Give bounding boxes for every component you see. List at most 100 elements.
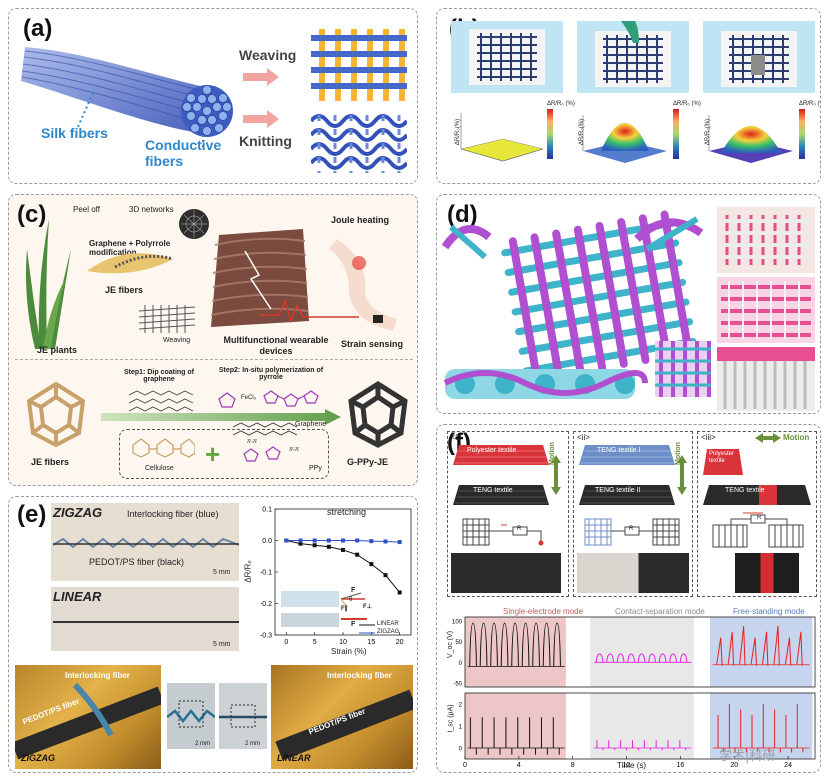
components-box bbox=[119, 429, 329, 479]
force-label: F bbox=[351, 587, 356, 594]
isc-tick-label: 0 bbox=[459, 747, 463, 753]
x-tick-label: 12 bbox=[623, 762, 631, 769]
teng-ii-label: TENG textile II bbox=[595, 487, 641, 494]
process-arrow-icon bbox=[101, 409, 341, 425]
data-point-linear bbox=[312, 543, 317, 548]
textile-photo-2 bbox=[717, 277, 815, 343]
plus-sign: + bbox=[205, 439, 221, 469]
inset-zigzag-photo bbox=[281, 591, 339, 607]
motion-horizontal-arrow-icon bbox=[755, 433, 781, 443]
y-tick-label: 0.1 bbox=[262, 507, 272, 514]
conductive-fibers-label: Conductive fibers bbox=[145, 137, 222, 169]
data-point-linear bbox=[341, 547, 345, 552]
scale-bar-label-2: 5 mm bbox=[213, 641, 231, 648]
panel-d-label: (d) bbox=[447, 201, 478, 228]
modification-label: Graphene + Polyrrole modification bbox=[89, 239, 171, 257]
watermark-text: 学术|科研 bbox=[719, 749, 776, 764]
panel-a: (a) Silk fibers Conductive fibers Wea bbox=[8, 8, 418, 184]
data-point-zigzag bbox=[369, 539, 374, 544]
teng-textile-black-2 bbox=[579, 485, 675, 505]
time-xlabel: Time (s) bbox=[617, 761, 647, 770]
scale-mid-2: 2 mm bbox=[245, 741, 260, 747]
panel-c-label: (c) bbox=[17, 201, 47, 228]
ppy-chain bbox=[263, 390, 319, 407]
peel-off-label: Peel off bbox=[73, 205, 100, 214]
zigzag-fiber-line bbox=[53, 537, 239, 549]
polyester-label-2: Polyester textile bbox=[709, 451, 735, 464]
isc-trace-free-standing bbox=[717, 704, 804, 753]
mode-ii-tag: <ii> bbox=[577, 433, 590, 442]
arrow-right-icon bbox=[243, 110, 279, 128]
je-plants-label: JE plants bbox=[37, 345, 78, 355]
zigzag-closeup-photo bbox=[167, 683, 215, 749]
mode-box-i bbox=[447, 431, 569, 597]
graphene-label: Graphene bbox=[295, 421, 327, 428]
voc-tick-label: -50 bbox=[453, 681, 462, 687]
je-fibers-label: JE fibers bbox=[105, 285, 144, 295]
data-point-linear bbox=[298, 541, 303, 546]
voc-frame bbox=[464, 616, 816, 688]
cellulose-structure bbox=[132, 438, 195, 458]
data-point-zigzag bbox=[341, 538, 345, 543]
zigzag-closeup-fiber bbox=[167, 700, 215, 728]
panel-e-label: (e) bbox=[17, 501, 47, 528]
knitted-pattern bbox=[311, 114, 407, 173]
panel-a-label: (a) bbox=[23, 15, 53, 42]
voc-trace-single-electrode bbox=[469, 622, 561, 667]
linear-closeup-fiber bbox=[219, 704, 267, 728]
mode-box-ii bbox=[573, 431, 693, 597]
mode-region bbox=[590, 617, 694, 687]
je-plant-illustration bbox=[26, 219, 71, 349]
polyester-textile-red bbox=[453, 445, 549, 465]
polyester-small-red bbox=[703, 449, 743, 475]
panel-f: (f) <i> <ii> <iii> Polyester textile TEN… bbox=[436, 424, 821, 773]
colorbar-title-1: ΔR/R₀ (%) bbox=[547, 101, 575, 107]
force-label-2: F bbox=[351, 621, 356, 628]
motion-label-1: Motion bbox=[549, 442, 556, 465]
zigzag-microscope-fiber bbox=[15, 682, 161, 760]
data-point-linear bbox=[355, 552, 360, 557]
teng-i-label: TENG textile I bbox=[597, 447, 641, 454]
je-fiber-bundle bbox=[87, 253, 174, 274]
isc-tick-label: 2 bbox=[459, 703, 463, 709]
weaving-mesh bbox=[139, 305, 195, 333]
polyester-label: Polyester textile bbox=[467, 447, 517, 454]
mode-i-tag: <i> bbox=[451, 433, 463, 442]
chart-ylabel: ΔR/R₀ bbox=[243, 560, 253, 583]
x-tick-label: 20 bbox=[730, 762, 738, 769]
motion-arrow-icon bbox=[677, 455, 687, 495]
response-map-1 bbox=[460, 109, 553, 162]
linear-fiber-line bbox=[53, 621, 239, 623]
axis-label-1: ΔR/R₀(%) bbox=[455, 118, 462, 146]
isc-ylabel: I_sc (μA) bbox=[447, 704, 455, 733]
fparallel-label: F∥ bbox=[341, 606, 348, 612]
textile-photo-iii bbox=[735, 553, 799, 593]
chart-xlabel: Strain (%) bbox=[331, 647, 367, 656]
fperp-label: F⊥ bbox=[363, 604, 372, 610]
silk-fibers-label: Silk fibers bbox=[41, 125, 108, 141]
linear-title: LINEAR bbox=[53, 589, 102, 604]
voc-tick-label: 0 bbox=[459, 661, 463, 667]
pedot-black-label: PEDOT/PS fiber (black) bbox=[89, 557, 185, 567]
x-tick-label: 8 bbox=[571, 762, 575, 769]
mode-box-iii bbox=[697, 431, 817, 597]
legend-swatches bbox=[359, 624, 375, 634]
scale-mid-1: 2 mm bbox=[195, 741, 210, 747]
x-tick-label: 24 bbox=[784, 762, 792, 769]
response-map-2 bbox=[582, 109, 679, 163]
x-tick-label: 20 bbox=[396, 639, 404, 646]
panel-e: (e) ZIGZAG Interlocking fiber (blue) PED… bbox=[8, 496, 418, 773]
woven-pattern bbox=[311, 29, 407, 101]
panel-d: (d) bbox=[436, 194, 821, 414]
graphene-sheet bbox=[128, 390, 194, 412]
stretching-label: stretching bbox=[327, 507, 367, 517]
teng-textile-black bbox=[453, 485, 549, 505]
woven-structure-illustration bbox=[441, 210, 711, 399]
sensor-photo-2 bbox=[577, 21, 689, 93]
legend-linear: LINEAR bbox=[377, 621, 399, 627]
mode-region bbox=[465, 693, 566, 759]
textile-photo-ii bbox=[577, 553, 689, 593]
data-point-linear bbox=[383, 573, 388, 578]
scale-bar-label-1: 5 mm bbox=[213, 569, 231, 576]
